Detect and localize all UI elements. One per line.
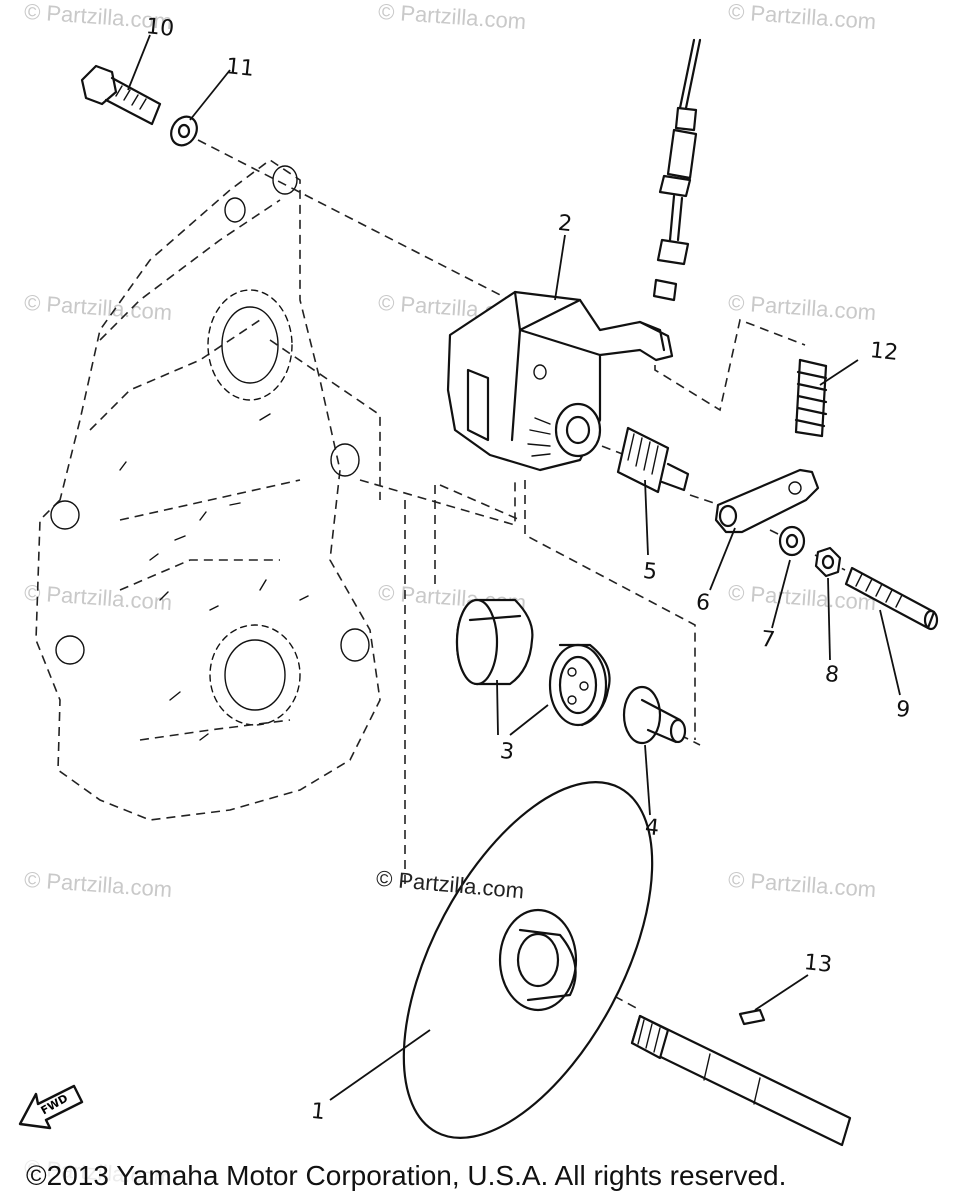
pulley-disk-1 xyxy=(402,781,654,1139)
leader-10 xyxy=(127,34,151,91)
callout-12: 12 xyxy=(868,338,900,366)
washer-7 xyxy=(778,525,806,557)
leader-11 xyxy=(189,69,231,121)
callout-2: 2 xyxy=(556,210,574,238)
leader-5 xyxy=(644,479,649,556)
callout-13: 13 xyxy=(802,950,834,978)
leader-1 xyxy=(329,1029,431,1101)
leader-13 xyxy=(754,974,809,1011)
leader-3 xyxy=(496,679,549,736)
callout-9: 9 xyxy=(894,696,912,724)
callout-11: 11 xyxy=(224,54,256,82)
crankcase-cover xyxy=(35,159,381,821)
callout-1: 1 xyxy=(309,1098,327,1126)
leader-8 xyxy=(827,577,831,661)
callout-6: 6 xyxy=(694,589,712,617)
drive-gear-5 xyxy=(616,426,690,494)
copyright-notice: ©2013 Yamaha Motor Corporation, U.S.A. A… xyxy=(26,1160,787,1191)
spring-12 xyxy=(794,358,828,438)
bolt-10 xyxy=(80,64,162,126)
leader-6 xyxy=(709,527,736,591)
callout-8: 8 xyxy=(823,661,841,689)
leader-4 xyxy=(644,744,651,816)
drum-3 xyxy=(455,598,611,727)
lever-plate-6 xyxy=(714,468,820,534)
washer-11 xyxy=(170,115,198,147)
callout-7: 7 xyxy=(759,626,777,654)
fwd-arrow-icon xyxy=(18,1084,84,1130)
leader-12 xyxy=(819,359,859,386)
cam-4 xyxy=(622,685,687,745)
key-13 xyxy=(738,1008,766,1026)
stud-9 xyxy=(844,566,939,631)
callout-5: 5 xyxy=(641,558,659,586)
leader-2 xyxy=(554,234,566,301)
leader-7 xyxy=(771,559,791,629)
lever-housing-2 xyxy=(446,290,674,472)
callout-3: 3 xyxy=(498,738,516,766)
callout-10: 10 xyxy=(144,14,176,42)
callout-4: 4 xyxy=(643,814,661,842)
drive-shaft xyxy=(630,1014,852,1147)
throttle-cable xyxy=(652,38,702,302)
leader-9 xyxy=(879,609,901,696)
nut-8 xyxy=(814,546,842,578)
